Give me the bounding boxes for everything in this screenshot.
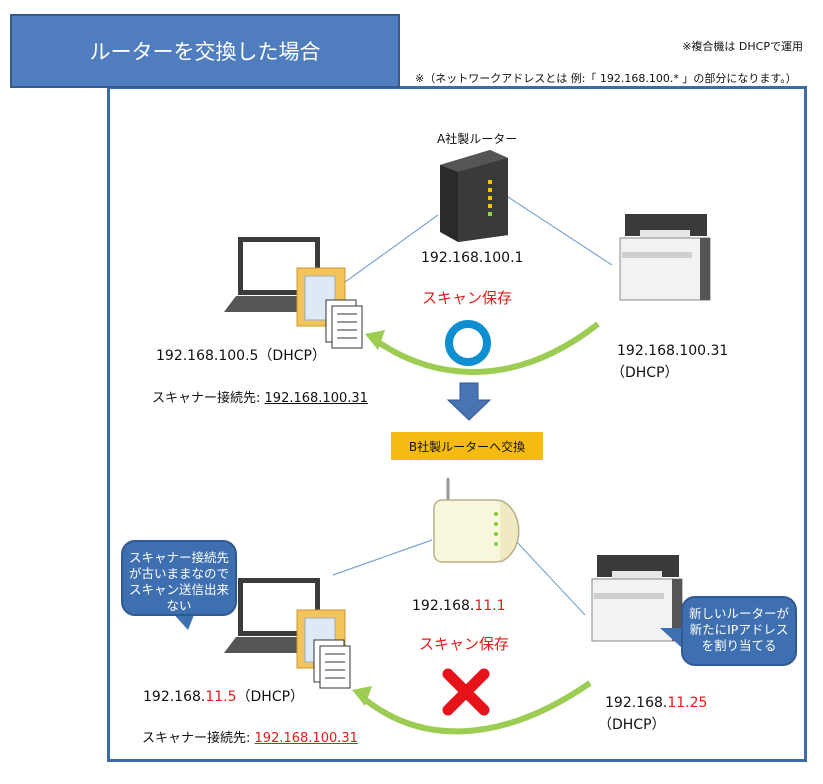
note-dhcp: ※複合機は DHCPで運用 (682, 40, 803, 53)
router-a-label: A社製ルーター (437, 132, 518, 146)
mfp-dhcp-bottom: （DHCP） (598, 717, 666, 733)
pc-dest-value-bottom: 192.168.100.31 (254, 731, 358, 746)
down-arrow-icon (446, 382, 492, 421)
mfp-icon-top (619, 214, 711, 301)
scan-label-top: スキャン保存 (422, 289, 513, 307)
documents-icon-bottom (313, 639, 351, 689)
documents-icon-top (325, 299, 363, 349)
pc-dest-top: スキャナー接続先: 192.168.100.31 (152, 387, 368, 406)
pc-dest-value-top: 192.168.100.31 (264, 391, 368, 406)
callout-right: 新しいルーターが新たにIPアドレスを割り当てる (681, 596, 797, 666)
mfp-dhcp-top: （DHCP） (611, 365, 679, 381)
router-a-ip: 192.168.100.1 (421, 250, 524, 266)
router-b-ip: 192.168.11.1 (412, 598, 506, 614)
link-router-mfp-bottom (514, 539, 586, 616)
exchange-banner: B社製ルーターへ交換 (391, 432, 543, 460)
router-b-icon (433, 478, 520, 563)
callout-left: スキャナー接続先が古いままなのでスキャン送信出来ない (121, 540, 237, 616)
mfp-ip-top: 192.168.100.31 (617, 343, 729, 359)
pc-dest-label-top: スキャナー接続先: (152, 391, 261, 406)
router-a-icon (440, 150, 508, 242)
pc-dest-bottom: スキャナー接続先: 192.168.100.31 (142, 727, 358, 746)
pc-ip-bottom: 192.168.11.5（DHCP） (143, 689, 305, 705)
note-network-address: ※（ネットワークアドレスとは 例:「 192.168.100.* 」の部分になり… (415, 72, 797, 85)
link-pc-router-bottom (332, 539, 433, 576)
pc-ip-top: 192.168.100.5（DHCP） (156, 348, 326, 364)
scan-label-bottom: スキャン保存 (419, 635, 510, 653)
scan-arrow-top (373, 321, 600, 375)
mfp-ip-bottom: 192.168.11.25 (605, 695, 708, 711)
pc-dest-label-bottom: スキャナー接続先: (142, 731, 251, 746)
ok-circle-icon (445, 320, 491, 366)
ng-cross-icon (442, 668, 490, 716)
callout-right-tail (660, 628, 682, 648)
diagram-title: ルーターを交換した場合 (10, 14, 400, 88)
link-router-mfp-top (504, 194, 613, 266)
scan-arrow-bottom (360, 680, 592, 735)
diagram-frame (107, 86, 807, 762)
